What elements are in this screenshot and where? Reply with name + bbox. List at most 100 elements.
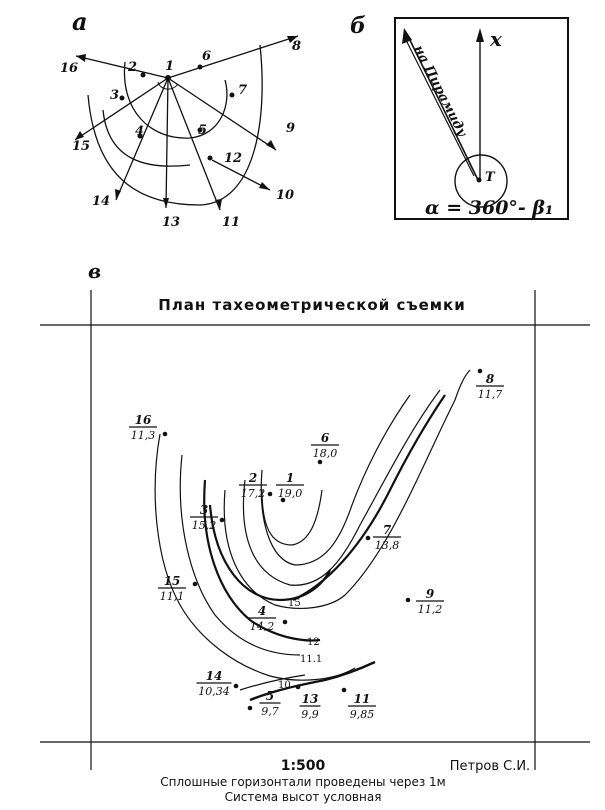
point-number: 7 [383,523,392,537]
scale-label: 1:500 [281,758,326,774]
survey-point-11: 119,85 [341,687,376,721]
x-axis-label: x [489,27,503,51]
point-dot [247,705,253,711]
point-dot [477,368,483,374]
point-dot [341,687,347,693]
point-height: 11,2 [418,603,443,616]
point-number: 14 [206,669,223,683]
point-height: 11,3 [131,429,156,442]
point-number: 8 [486,372,495,386]
contour-line [260,394,411,566]
point-number: 1 [286,471,294,485]
point-height: 11,1 [160,590,185,603]
point-number: 13 [302,692,319,706]
survey-point-15: 15 11,1 [158,574,198,603]
station-dot [476,177,482,183]
panel-a-letter: а [72,7,88,36]
point-height: 13,8 [375,539,400,552]
contour-label: 10 [278,680,291,691]
note-heights: Система высот условная [225,790,382,804]
station-5: 5 [198,123,207,138]
contour-line [242,389,441,586]
contour-label: 12 [307,637,320,648]
point-number: 15 [164,574,181,588]
point-height: 15,2 [192,519,217,532]
station-2: 2 [127,60,137,75]
station-3: 3 [110,88,119,103]
point-number: 11 [354,692,371,706]
contour-line [223,369,471,610]
direction-line-2 [404,37,475,177]
point-dot [405,597,411,603]
point-height: 9,85 [350,708,375,721]
point-number: 16 [135,413,152,427]
station-8: 8 [292,39,301,54]
station-label: T [485,170,496,185]
survey-point-13: 139,9 [295,684,321,721]
plan-title: План тахеометрической съемки [158,296,465,314]
survey-point-16: 16 11,3 [129,413,168,442]
contour-labels: 15 12 11.1 10 [278,598,322,691]
point-dot [219,517,225,523]
point-dot [233,683,239,689]
contour-line-bold [292,394,446,601]
contour-label: 11.1 [300,654,322,665]
point-dot [267,491,273,497]
rays [74,35,299,211]
station-15: 15 [72,139,90,154]
point-number: 6 [321,431,330,445]
station-dots [119,64,235,161]
contours [154,369,471,702]
point-dot [317,459,323,465]
station-labels: 1 2 3 4 5 6 7 8 9 10 11 12 13 14 15 16 [60,39,301,230]
station-7: 7 [238,83,247,98]
station-14: 14 [92,194,110,209]
point-height: 19,0 [278,487,303,500]
point-height: 17,2 [241,487,266,500]
point-height: 18,0 [313,447,338,460]
station-4: 4 [135,124,144,139]
panel-a-scheme: а [60,7,301,230]
point-dot [162,431,168,437]
direction-label: на Пирамиду [410,43,469,140]
station-1: 1 [165,59,174,74]
survey-point-6: 618,0 [311,431,339,465]
contour-line [261,489,323,546]
contour-line [239,674,306,691]
point-dot [280,497,286,503]
contour-line-bold [203,479,321,642]
station-13: 13 [162,215,180,230]
author-label: Петров С.И. [450,759,530,774]
point-number: 4 [258,604,266,618]
note-contours: Сплошные горизонтали проведены через 1м [160,775,445,789]
point-dot [295,684,301,690]
survey-point-8: 811,7 [476,368,504,401]
formula: α = 360°- β₁ [425,197,553,219]
contour-line-bold [208,504,331,602]
station-9: 9 [286,121,295,136]
direction-line [407,35,479,181]
point-height: 11,7 [478,388,503,401]
point-height: 9,7 [261,705,279,718]
station-12: 12 [224,151,242,166]
station-16: 16 [60,61,78,76]
contour-line [179,454,301,656]
survey-point-7: 713,8 [365,523,401,552]
point-dot [282,619,288,625]
station-10: 10 [276,188,294,203]
point-number: 3 [200,503,208,517]
point-number: 9 [426,587,435,601]
point-height: 9,9 [301,708,319,721]
panel-b-angle: б x на Пирамиду T α = 360°- β₁ [350,13,569,220]
contour-line-bold [249,660,376,702]
point-height: 10,34 [198,685,230,698]
panel-v-plan: в План тахеометрической съемки 15 12 [40,259,590,804]
point-dot [192,581,198,587]
arc-inner [123,61,228,139]
x-axis-arrowhead [476,28,484,42]
direction-arrowhead [402,28,412,44]
survey-point-2: 217,2 [239,471,273,500]
contour-label: 15 [288,598,301,609]
